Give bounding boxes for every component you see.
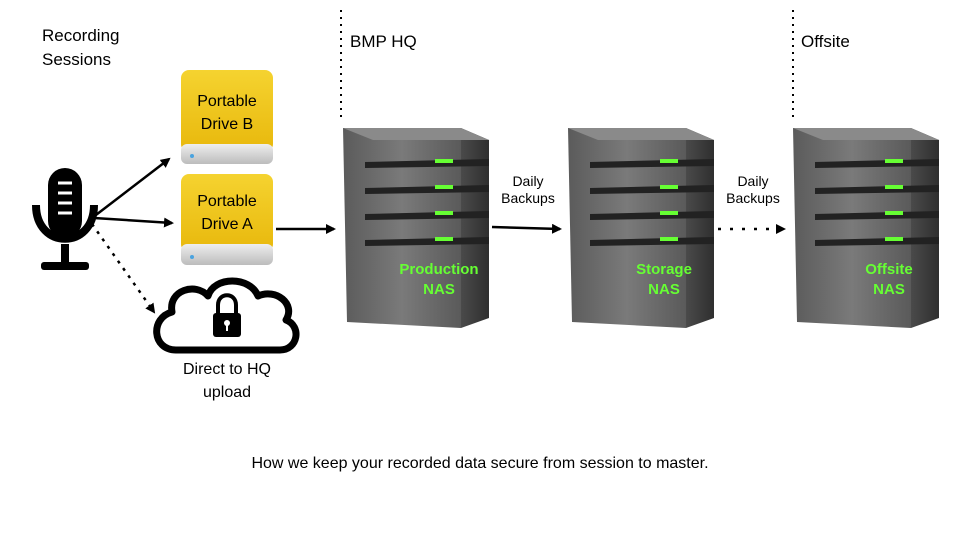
cloud-lock-icon: [153, 277, 300, 354]
arrow-mic-to-cloud: [90, 223, 156, 314]
drive-label-line1: Portable: [197, 193, 257, 210]
offsite-section-label: Offsite: [801, 32, 850, 51]
portable-drive-icon: [181, 70, 273, 164]
drive-label-line2: Drive A: [201, 216, 253, 233]
caption: How we keep your recorded data secure fr…: [251, 455, 709, 472]
arrow-mic-to-drive-b: [91, 157, 171, 219]
daily-backups-label-2: Daily Backups: [726, 173, 780, 206]
cloud-upload-label: Direct to HQ upload: [182, 361, 271, 401]
offsite-nas-label: Offsite NAS: [865, 261, 913, 298]
hq-section-label: BMP HQ: [350, 32, 417, 51]
drive-label-line1: Portable: [197, 93, 257, 110]
production-nas-label: Production NAS: [399, 261, 479, 298]
server-icon: [343, 128, 489, 328]
server-icon: [793, 128, 939, 328]
microphone-icon: [32, 168, 98, 270]
servers-group: [343, 128, 939, 328]
arrow-production-to-storage: [491, 223, 562, 234]
daily-backups-label-1: Daily Backups: [501, 173, 555, 206]
storage-nas-label: Storage NAS: [636, 261, 692, 298]
recording-sessions-label: Recording Sessions: [42, 26, 120, 69]
arrow-mic-to-drive-a: [93, 216, 174, 228]
portable-drive-icon: [181, 174, 273, 265]
server-icon: [568, 128, 714, 328]
drive-label-line2: Drive B: [200, 116, 254, 133]
